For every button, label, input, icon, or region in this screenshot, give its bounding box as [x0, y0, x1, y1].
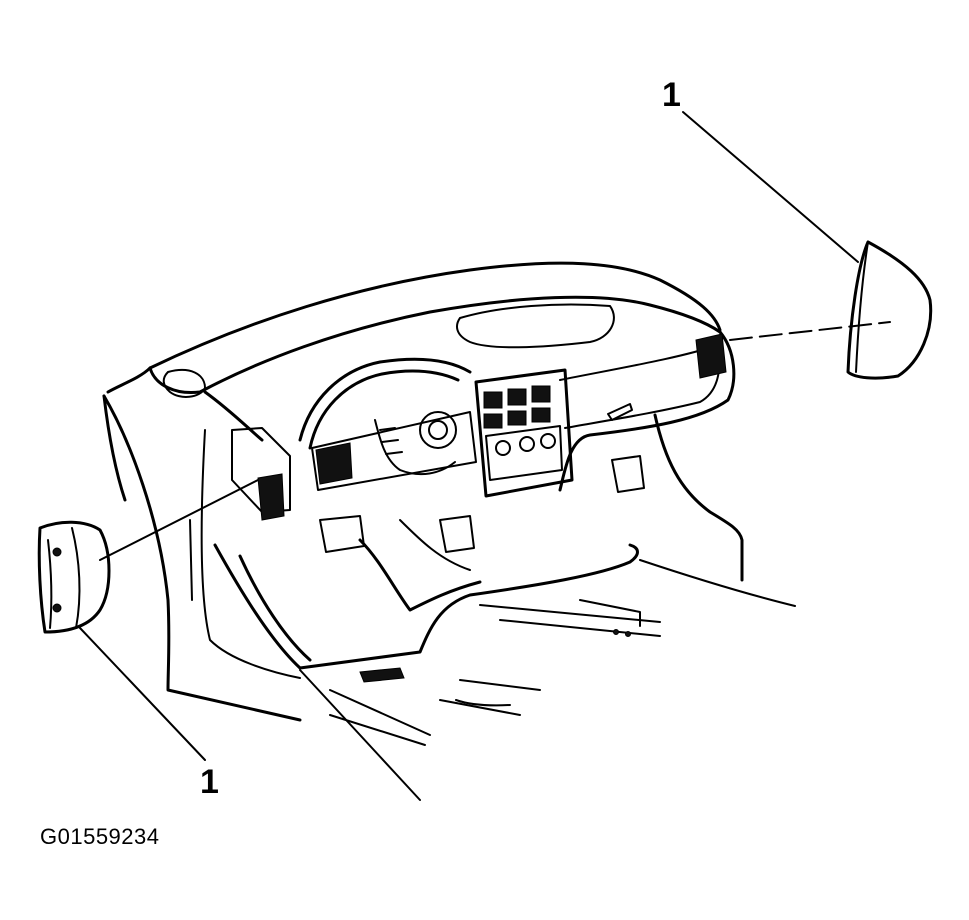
- callout-number-top: 1: [662, 76, 681, 114]
- floor-pan: [213, 515, 796, 801]
- left-side-module: [37, 520, 111, 634]
- right-body-side: [611, 413, 744, 582]
- right-side-module: [846, 240, 933, 380]
- dashboard-assembly: [106, 261, 736, 521]
- callout-number-bottom: 1: [200, 763, 219, 801]
- left-body-side: [102, 394, 302, 722]
- leader-lines: [79, 111, 891, 761]
- figure-id-label: G01559234: [40, 824, 160, 849]
